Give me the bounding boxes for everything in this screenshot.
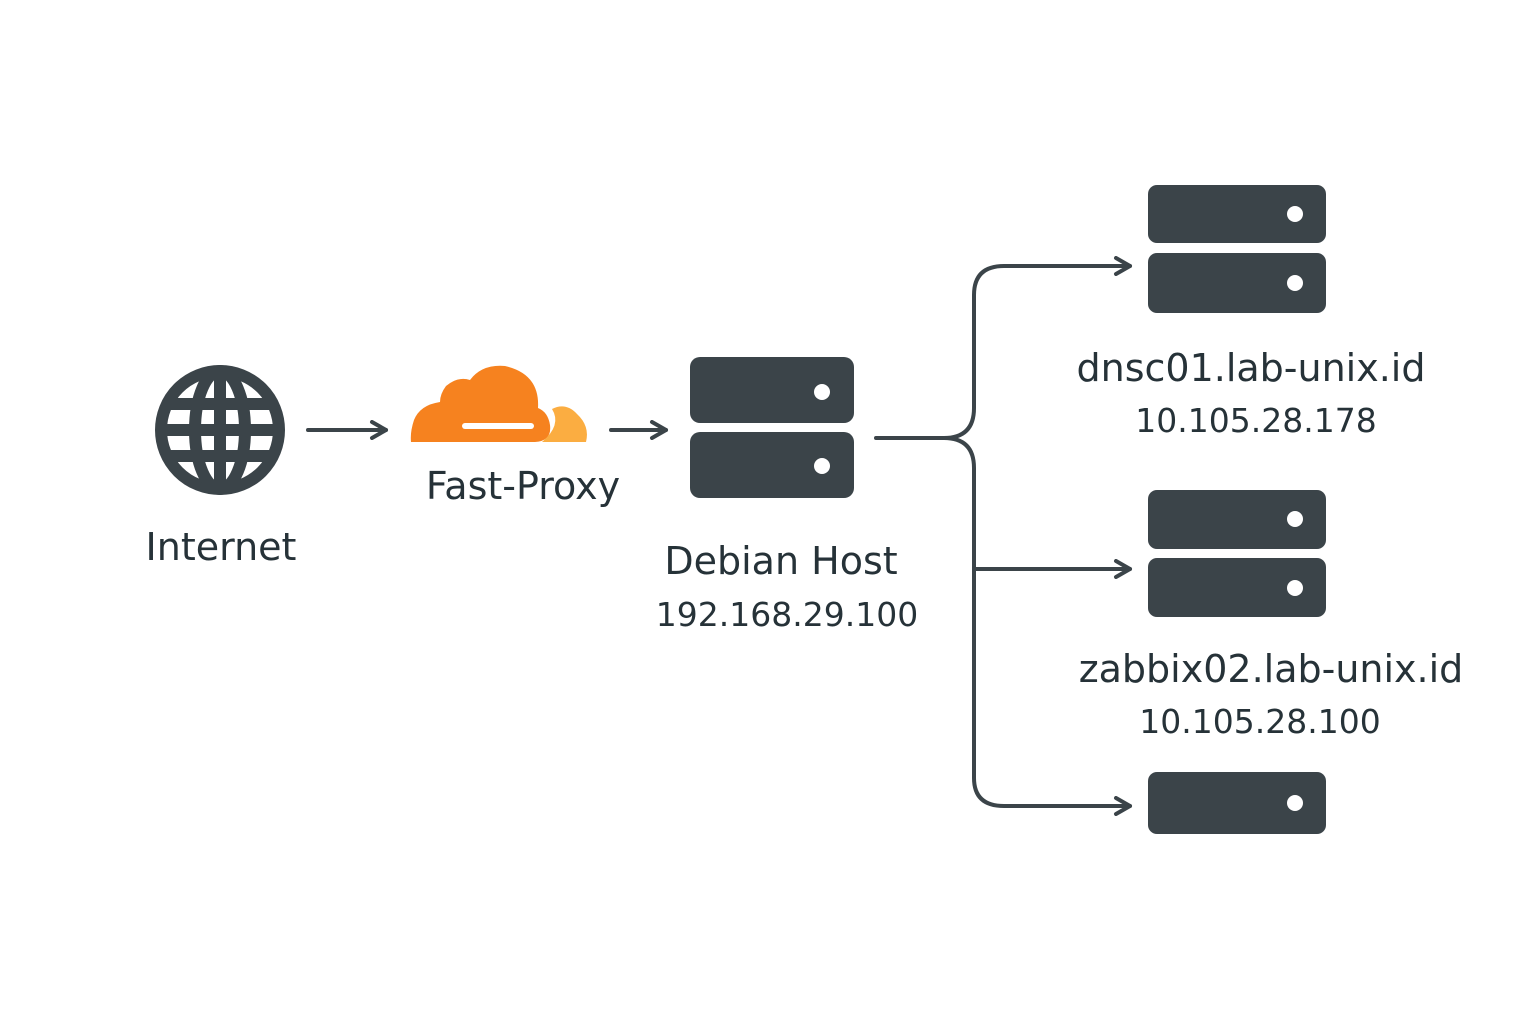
proxy-label: Fast-Proxy bbox=[425, 464, 621, 508]
dnsc01-ip: 10.105.28.178 bbox=[1135, 401, 1377, 440]
internet-label: Internet bbox=[145, 525, 297, 569]
zabbix02-label: zabbix02.lab-unix.id bbox=[1078, 647, 1464, 691]
debian-label: Debian Host bbox=[664, 539, 898, 583]
debian-ip: 192.168.29.100 bbox=[655, 595, 919, 634]
dnsc01-label: dnsc01.lab-unix.id bbox=[1076, 346, 1426, 390]
backend3-server-icon bbox=[1148, 772, 1326, 834]
dnsc01-server-icon bbox=[1148, 185, 1326, 313]
zabbix02-server-icon bbox=[1148, 490, 1326, 617]
branch-connector bbox=[874, 256, 1132, 816]
zabbix02-ip: 10.105.28.100 bbox=[1139, 702, 1381, 741]
globe-icon bbox=[155, 365, 285, 495]
debian-server-icon bbox=[690, 357, 854, 498]
cloud-icon bbox=[410, 365, 587, 442]
